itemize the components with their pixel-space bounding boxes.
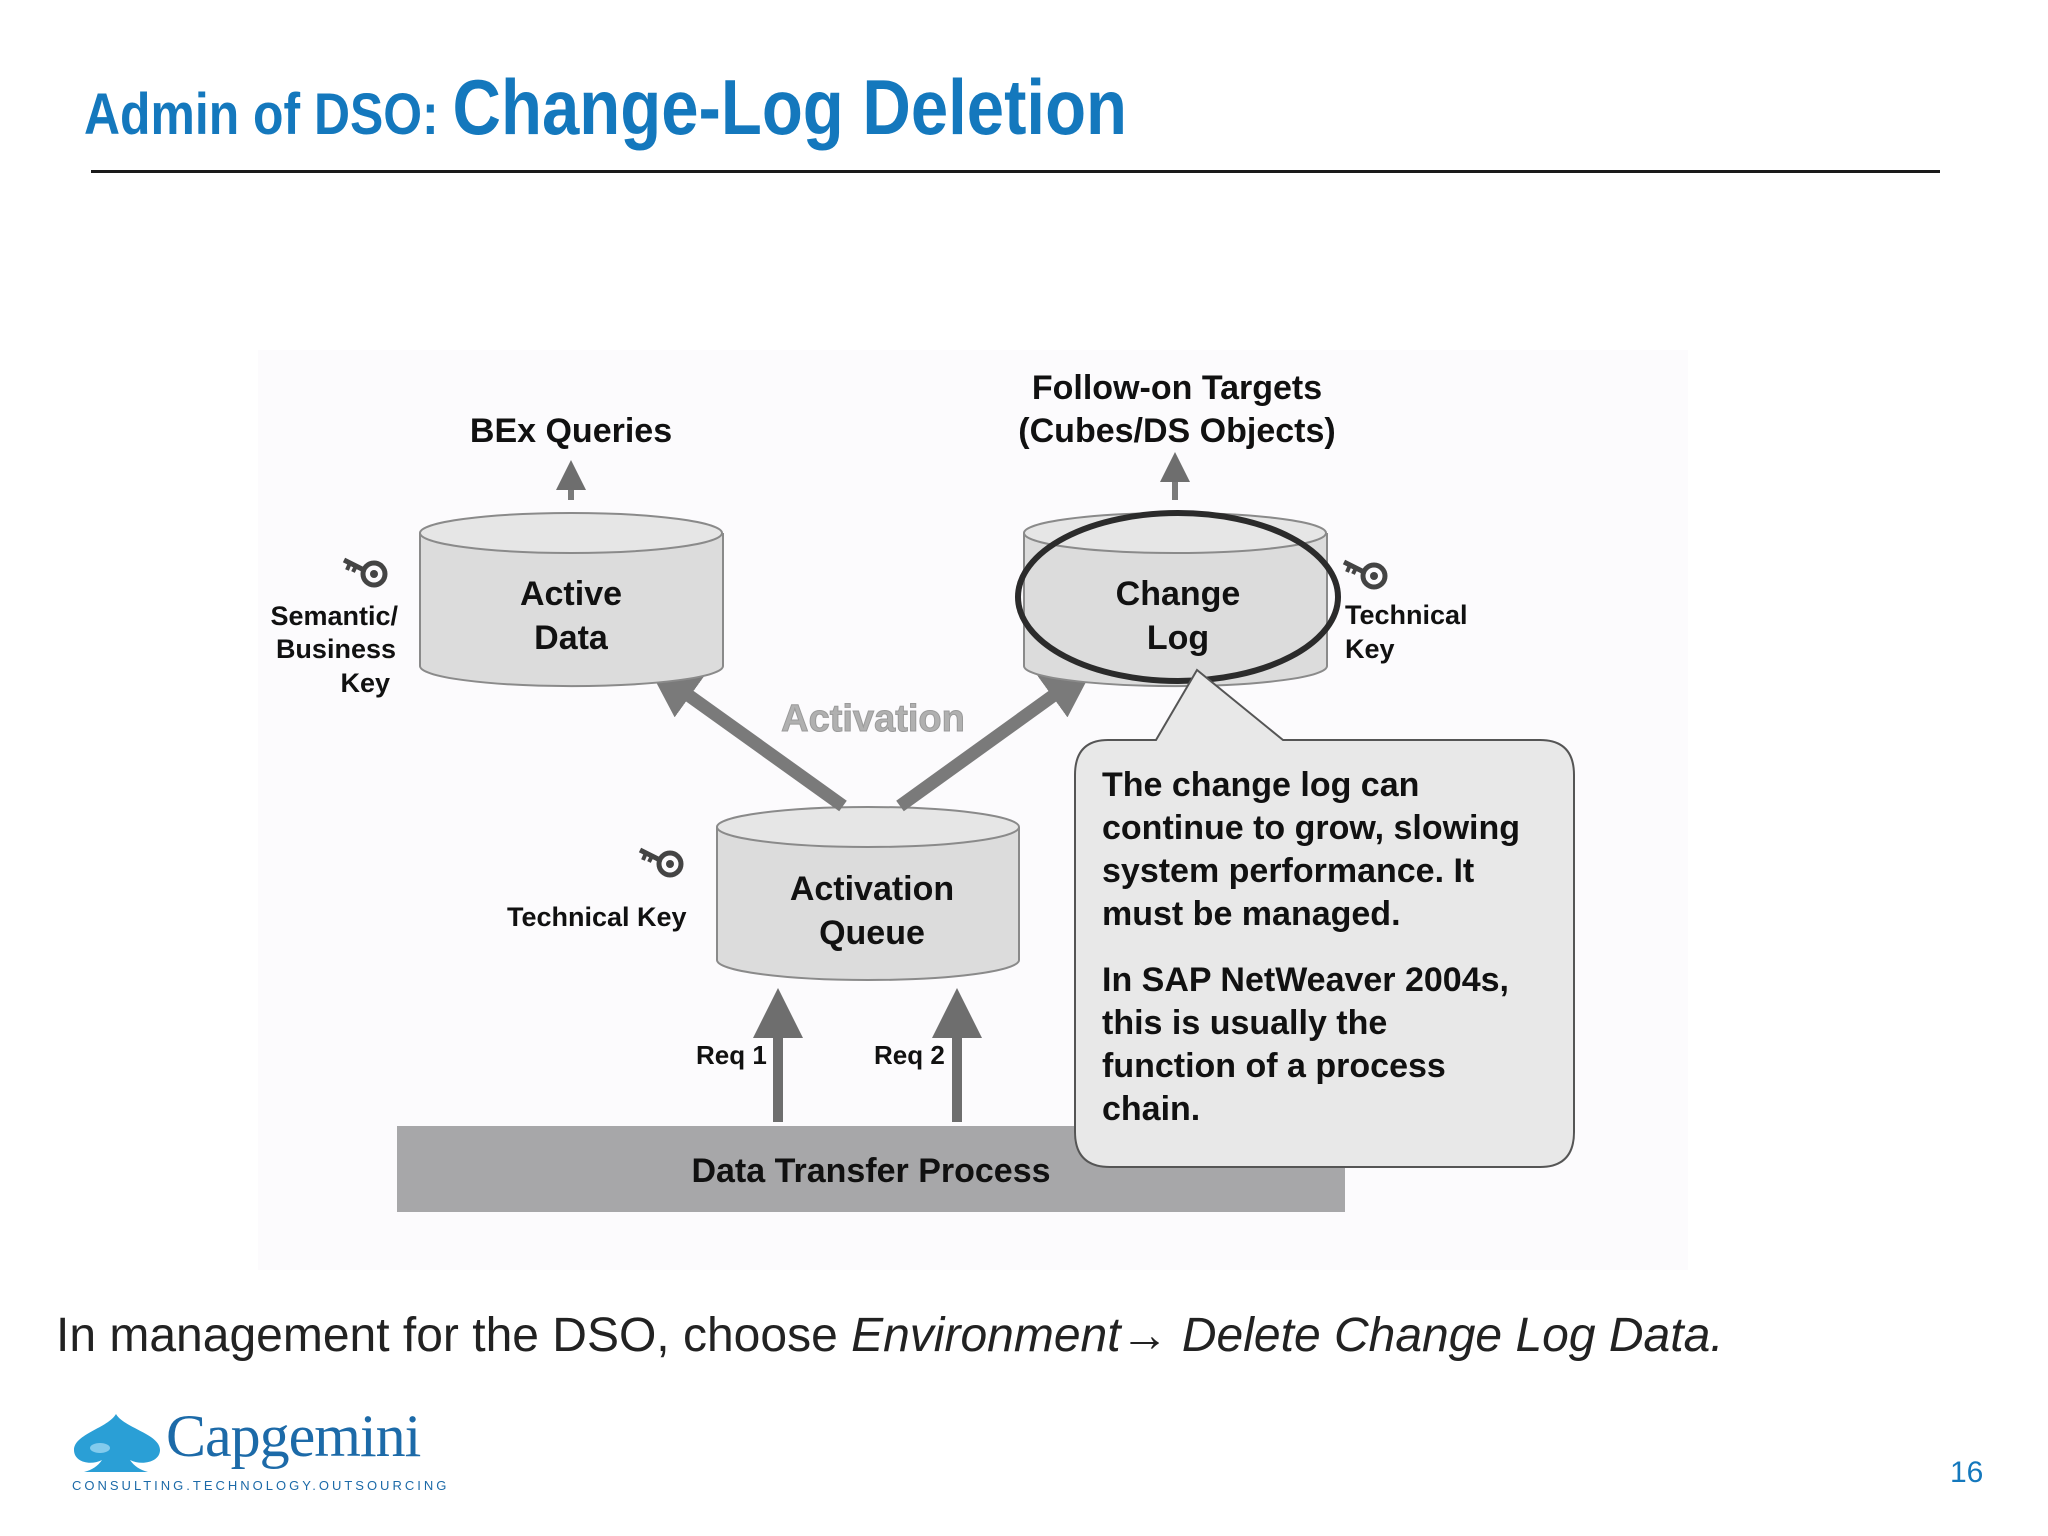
callout-bubble: [1074, 668, 1575, 1168]
change-log-label-line2: Log: [1147, 619, 1209, 657]
active-data-label-line2: Data: [534, 619, 609, 657]
title-divider: [91, 170, 1940, 173]
footer-instruction: In management for the DSO, choose Enviro…: [56, 1308, 1724, 1363]
page-title-prefix: Admin of DSO:: [84, 82, 453, 147]
data-transfer-process-label: Data Transfer Process: [691, 1152, 1050, 1190]
callout-p2-line1: In SAP NetWeaver 2004s,: [1102, 961, 1509, 999]
callout-p1-line4: must be managed.: [1102, 895, 1401, 933]
logo-name: Capgemini: [166, 1403, 421, 1469]
follow-on-targets-line1: Follow-on Targets: [1032, 369, 1322, 407]
page-number: 16: [1950, 1456, 1984, 1489]
callout-text: The change log can continue to grow, slo…: [1102, 766, 1520, 1128]
callout-p1-line2: continue to grow, slowing: [1102, 809, 1520, 847]
activation-queue-cylinder: [716, 806, 1020, 981]
follow-on-targets-line2: (Cubes/DS Objects): [1018, 412, 1335, 450]
req2-label: Req 2: [874, 1040, 945, 1070]
footer-instruction-path: Environment→ Delete Change Log Data.: [851, 1309, 1724, 1362]
activation-queue-label-line2: Queue: [819, 914, 925, 952]
callout-p1-line1: The change log can: [1102, 766, 1419, 804]
activation-arrow-to-active-data: [647, 665, 847, 812]
active-data-cylinder: [419, 512, 724, 688]
footer-instruction-prefix: In management for the DSO, choose: [56, 1309, 852, 1362]
change-log-label-line1: Change: [1116, 575, 1241, 613]
page-title: Admin of DSO: Change-Log Deletion: [84, 62, 1127, 153]
semantic-key-label-line3: Key: [340, 668, 390, 698]
active-data-label-line1: Active: [520, 575, 622, 613]
activation-queue-label-line1: Activation: [790, 870, 954, 908]
semantic-key-label-line2: Business: [276, 634, 396, 664]
callout-p2-line2: this is usually the: [1102, 1004, 1387, 1042]
req1-label: Req 1: [696, 1040, 767, 1070]
change-log-highlight-circle: [1015, 510, 1341, 684]
bex-queries-label: BEx Queries: [470, 412, 672, 450]
activation-label: Activation: [781, 698, 965, 740]
callout-p1-line3: system performance. It: [1102, 852, 1474, 890]
activation-arrow-to-change-log: [896, 665, 1095, 812]
callout-p2-line4: chain.: [1102, 1090, 1200, 1128]
callout-p2-line3: function of a process: [1102, 1047, 1446, 1085]
capgemini-logo: Capgemini CONSULTING.TECHNOLOGY.OUTSOURC…: [70, 1403, 446, 1493]
page-title-main: Change-Log Deletion: [452, 63, 1128, 151]
semantic-key-label-line1: Semantic/: [270, 601, 398, 631]
technical-key-left-label: Technical Key: [507, 902, 687, 932]
dso-diagram: Data Transfer Process Req 1 Req 2 Activa…: [270, 369, 1575, 1212]
logo-tagline: CONSULTING.TECHNOLOGY.OUTSOURCING: [72, 1478, 450, 1493]
technical-key-right-line2: Key: [1345, 634, 1395, 664]
capgemini-spade-logo: [74, 1414, 160, 1472]
technical-key-right-line1: Technical: [1345, 600, 1468, 630]
